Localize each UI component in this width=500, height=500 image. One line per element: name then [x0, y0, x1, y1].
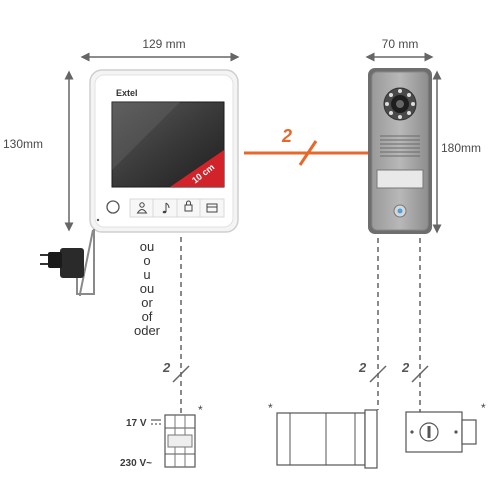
- alternative-word: u: [143, 267, 150, 282]
- alternative-word: of: [142, 309, 153, 324]
- main-cable: 2: [244, 126, 368, 166]
- brand-logo: Extel: [116, 88, 138, 98]
- voltage-ac-label: 230 V~: [120, 458, 152, 469]
- indicator-led: [96, 218, 100, 222]
- monitor-screen: 10 cm: [111, 101, 225, 188]
- monitor-button-row: [129, 198, 225, 218]
- panel-height-label: 180mm: [441, 141, 481, 155]
- alternatives-list: ou o u ou or of oder: [134, 239, 161, 338]
- voltage-dc-label: 17 V: [126, 418, 147, 429]
- power-cable-count: 2: [162, 360, 171, 375]
- panel-width-label: 70 mm: [382, 37, 419, 51]
- outdoor-panel: [368, 68, 432, 234]
- motorized-gate: *: [268, 401, 378, 469]
- monitor-height-label: 130mm: [3, 137, 43, 151]
- alternative-word: ou: [140, 239, 154, 254]
- alternative-word: ou: [140, 281, 154, 296]
- music-note-icon[interactable]: [162, 202, 170, 214]
- panel-width-dimension: 70 mm: [365, 37, 434, 62]
- gate-cable: 2: [358, 238, 387, 410]
- power-button[interactable]: [106, 200, 120, 214]
- monitor-width-label: 129 mm: [142, 37, 185, 51]
- gate-asterisk: *: [268, 401, 273, 415]
- electric-lock: *: [405, 401, 486, 453]
- person-icon[interactable]: [136, 202, 148, 214]
- power-adapter: [40, 229, 95, 296]
- alternative-word: oder: [134, 323, 161, 338]
- card-icon[interactable]: [206, 203, 218, 213]
- din-power-supply: * 17 V 230 V~: [120, 403, 203, 469]
- dc-symbol-icon: [151, 419, 161, 425]
- lock-asterisk: *: [481, 401, 486, 415]
- speaker-grille: [380, 135, 420, 157]
- lock-icon[interactable]: [184, 200, 193, 212]
- lock-cable-count: 2: [401, 360, 410, 375]
- call-button[interactable]: [393, 204, 407, 218]
- alternative-word: o: [143, 253, 150, 268]
- indoor-monitor: Extel 10 cm: [89, 69, 239, 233]
- lock-cable: 2: [401, 238, 429, 412]
- camera-lens: [383, 87, 417, 121]
- monitor-height-dimension: 130mm: [3, 70, 74, 232]
- power-supply-cable: 2: [162, 237, 190, 415]
- main-cable-count: 2: [281, 126, 292, 146]
- gate-cable-count: 2: [358, 360, 367, 375]
- power-supply-asterisk: *: [198, 403, 203, 417]
- name-tag: [376, 169, 424, 189]
- monitor-width-dimension: 129 mm: [80, 37, 240, 62]
- alternative-word: or: [141, 295, 153, 310]
- panel-height-dimension: 180mm: [432, 70, 481, 234]
